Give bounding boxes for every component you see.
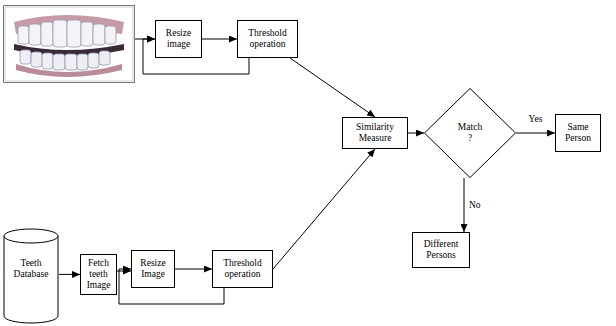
connector-arrow [59, 274, 80, 275]
node-text: Resize Image [135, 258, 171, 280]
connector-arrow [464, 178, 465, 232]
edge-label: No [468, 200, 482, 211]
process-box: Similarity Measure [342, 117, 408, 149]
process-box: Fetch teeth Image [80, 254, 117, 295]
connector-arrow [408, 133, 424, 134]
node-text: Teeth Database [6, 258, 56, 280]
process-box: Different Persons [412, 232, 470, 268]
connector-arrow [175, 269, 212, 270]
process-box: Threshold operation [237, 20, 298, 58]
node-text: Match ? [455, 122, 485, 144]
node-text: Different Persons [416, 239, 466, 261]
edge-label: Yes [528, 114, 544, 125]
node-text: Threshold operation [216, 258, 269, 280]
process-box: Same Person [555, 114, 601, 152]
connector-arrow [290, 58, 375, 117]
connector-arrow [202, 39, 237, 40]
process-box: Resize Image [131, 250, 175, 288]
connector-arrow [516, 133, 555, 134]
decision-diamond: Match ? [424, 88, 516, 178]
database-cylinder: Teeth Database [3, 228, 59, 324]
process-box: Threshold operation [212, 250, 273, 288]
process-box: Resize image [155, 20, 202, 58]
node-text: Similarity Measure [346, 122, 404, 144]
node-text: Fetch teeth Image [84, 258, 113, 291]
connector-arrow [273, 149, 375, 269]
node-text: Threshold operation [241, 28, 294, 50]
node-text: Resize image [159, 28, 198, 50]
node-text: Same Person [559, 122, 597, 144]
